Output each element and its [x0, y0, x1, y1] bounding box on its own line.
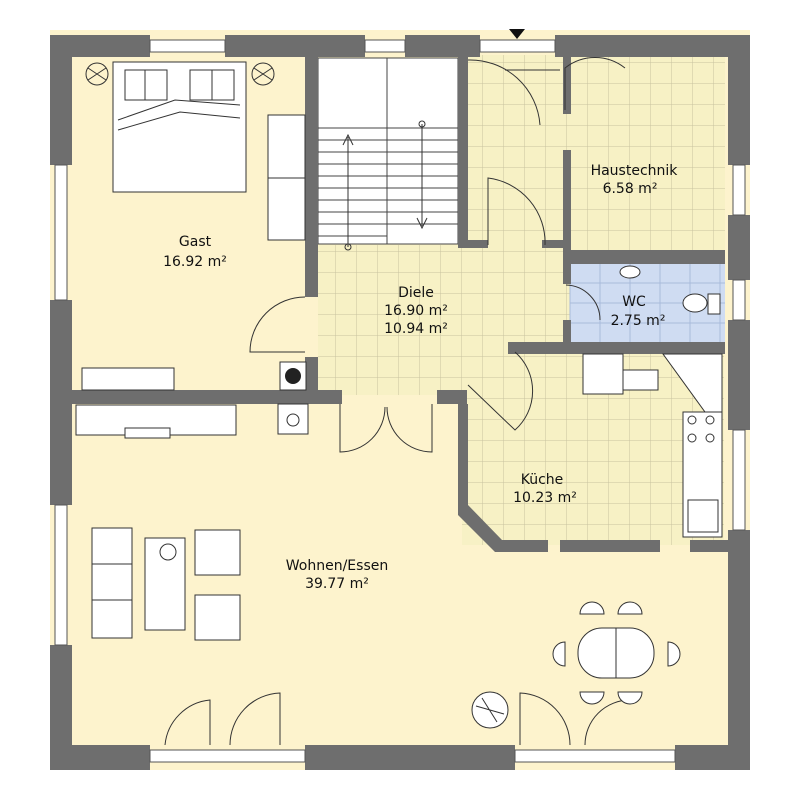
room-name-wohnen: Wohnen/Essen — [286, 558, 388, 574]
room-labels: Gast 16.92 m² Diele 16.90 m² 10.94 m² Ha… — [163, 163, 678, 592]
armchair — [194, 529, 241, 576]
fan-icon — [85, 62, 109, 86]
gast-furniture — [81, 61, 307, 391]
sideboard — [81, 367, 175, 391]
toilet-icon — [682, 293, 708, 313]
room-name-diele: Diele — [398, 285, 434, 301]
doors — [164, 56, 631, 746]
stair-arrow-icon — [342, 124, 428, 247]
room-area-kueche: 10.23 m² — [513, 490, 577, 506]
armchair — [194, 594, 241, 641]
windows — [54, 39, 746, 763]
bed-icon — [117, 99, 241, 131]
room-area-wohnen: 39.77 m² — [305, 576, 369, 592]
entrance-arrow-icon — [509, 29, 525, 39]
staircase — [317, 57, 459, 251]
sofa — [91, 527, 133, 639]
room-name-wc: WC — [622, 294, 646, 310]
room-name-kueche: Küche — [521, 472, 564, 488]
room-area-wc: 2.75 m² — [611, 313, 666, 329]
room-area2-diele: 10.94 m² — [384, 321, 448, 337]
walls — [50, 35, 750, 770]
living-furniture — [75, 404, 681, 729]
room-area-diele: 16.90 m² — [384, 303, 448, 319]
fan-icon — [251, 62, 275, 86]
sink-icon — [619, 265, 641, 279]
floor-haustechnik-tiles — [465, 55, 725, 250]
coffee-table — [144, 537, 186, 631]
plant-icon — [159, 543, 177, 561]
stove-icon — [687, 415, 715, 443]
room-name-haustechnik: Haustechnik — [591, 163, 679, 179]
room-area-haustechnik: 6.58 m² — [603, 181, 658, 197]
room-area-gast: 16.92 m² — [163, 254, 227, 270]
fixtures — [277, 265, 723, 538]
room-name-gast: Gast — [179, 234, 212, 250]
chimney-icon — [279, 361, 307, 391]
kitchen-counter — [582, 353, 624, 395]
